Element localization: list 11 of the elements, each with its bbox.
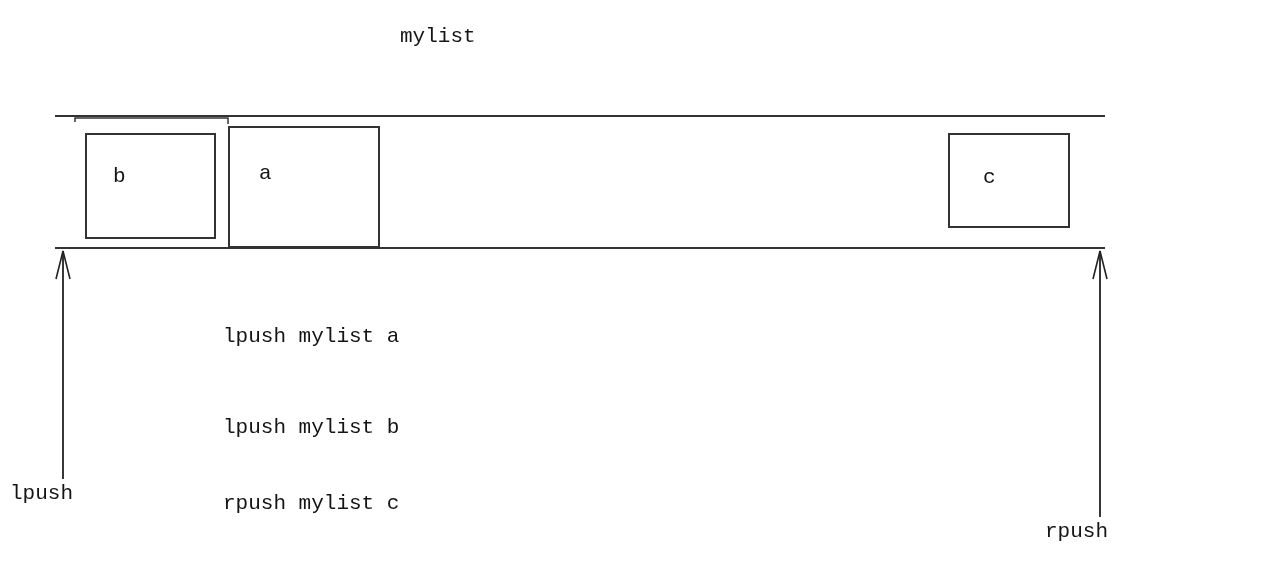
arrow <box>1092 250 1108 518</box>
command-text: lpush mylist a <box>223 325 400 349</box>
list-title: mylist <box>400 25 476 49</box>
arrow <box>55 250 71 480</box>
command-label: lpush <box>10 482 73 506</box>
command-text: rpush mylist c <box>223 492 400 516</box>
command-text: lpush mylist b <box>223 416 400 440</box>
element-box: b <box>85 133 216 239</box>
element-box: a <box>228 126 380 248</box>
element-box: c <box>948 133 1070 228</box>
command-label: rpush <box>1045 520 1108 544</box>
